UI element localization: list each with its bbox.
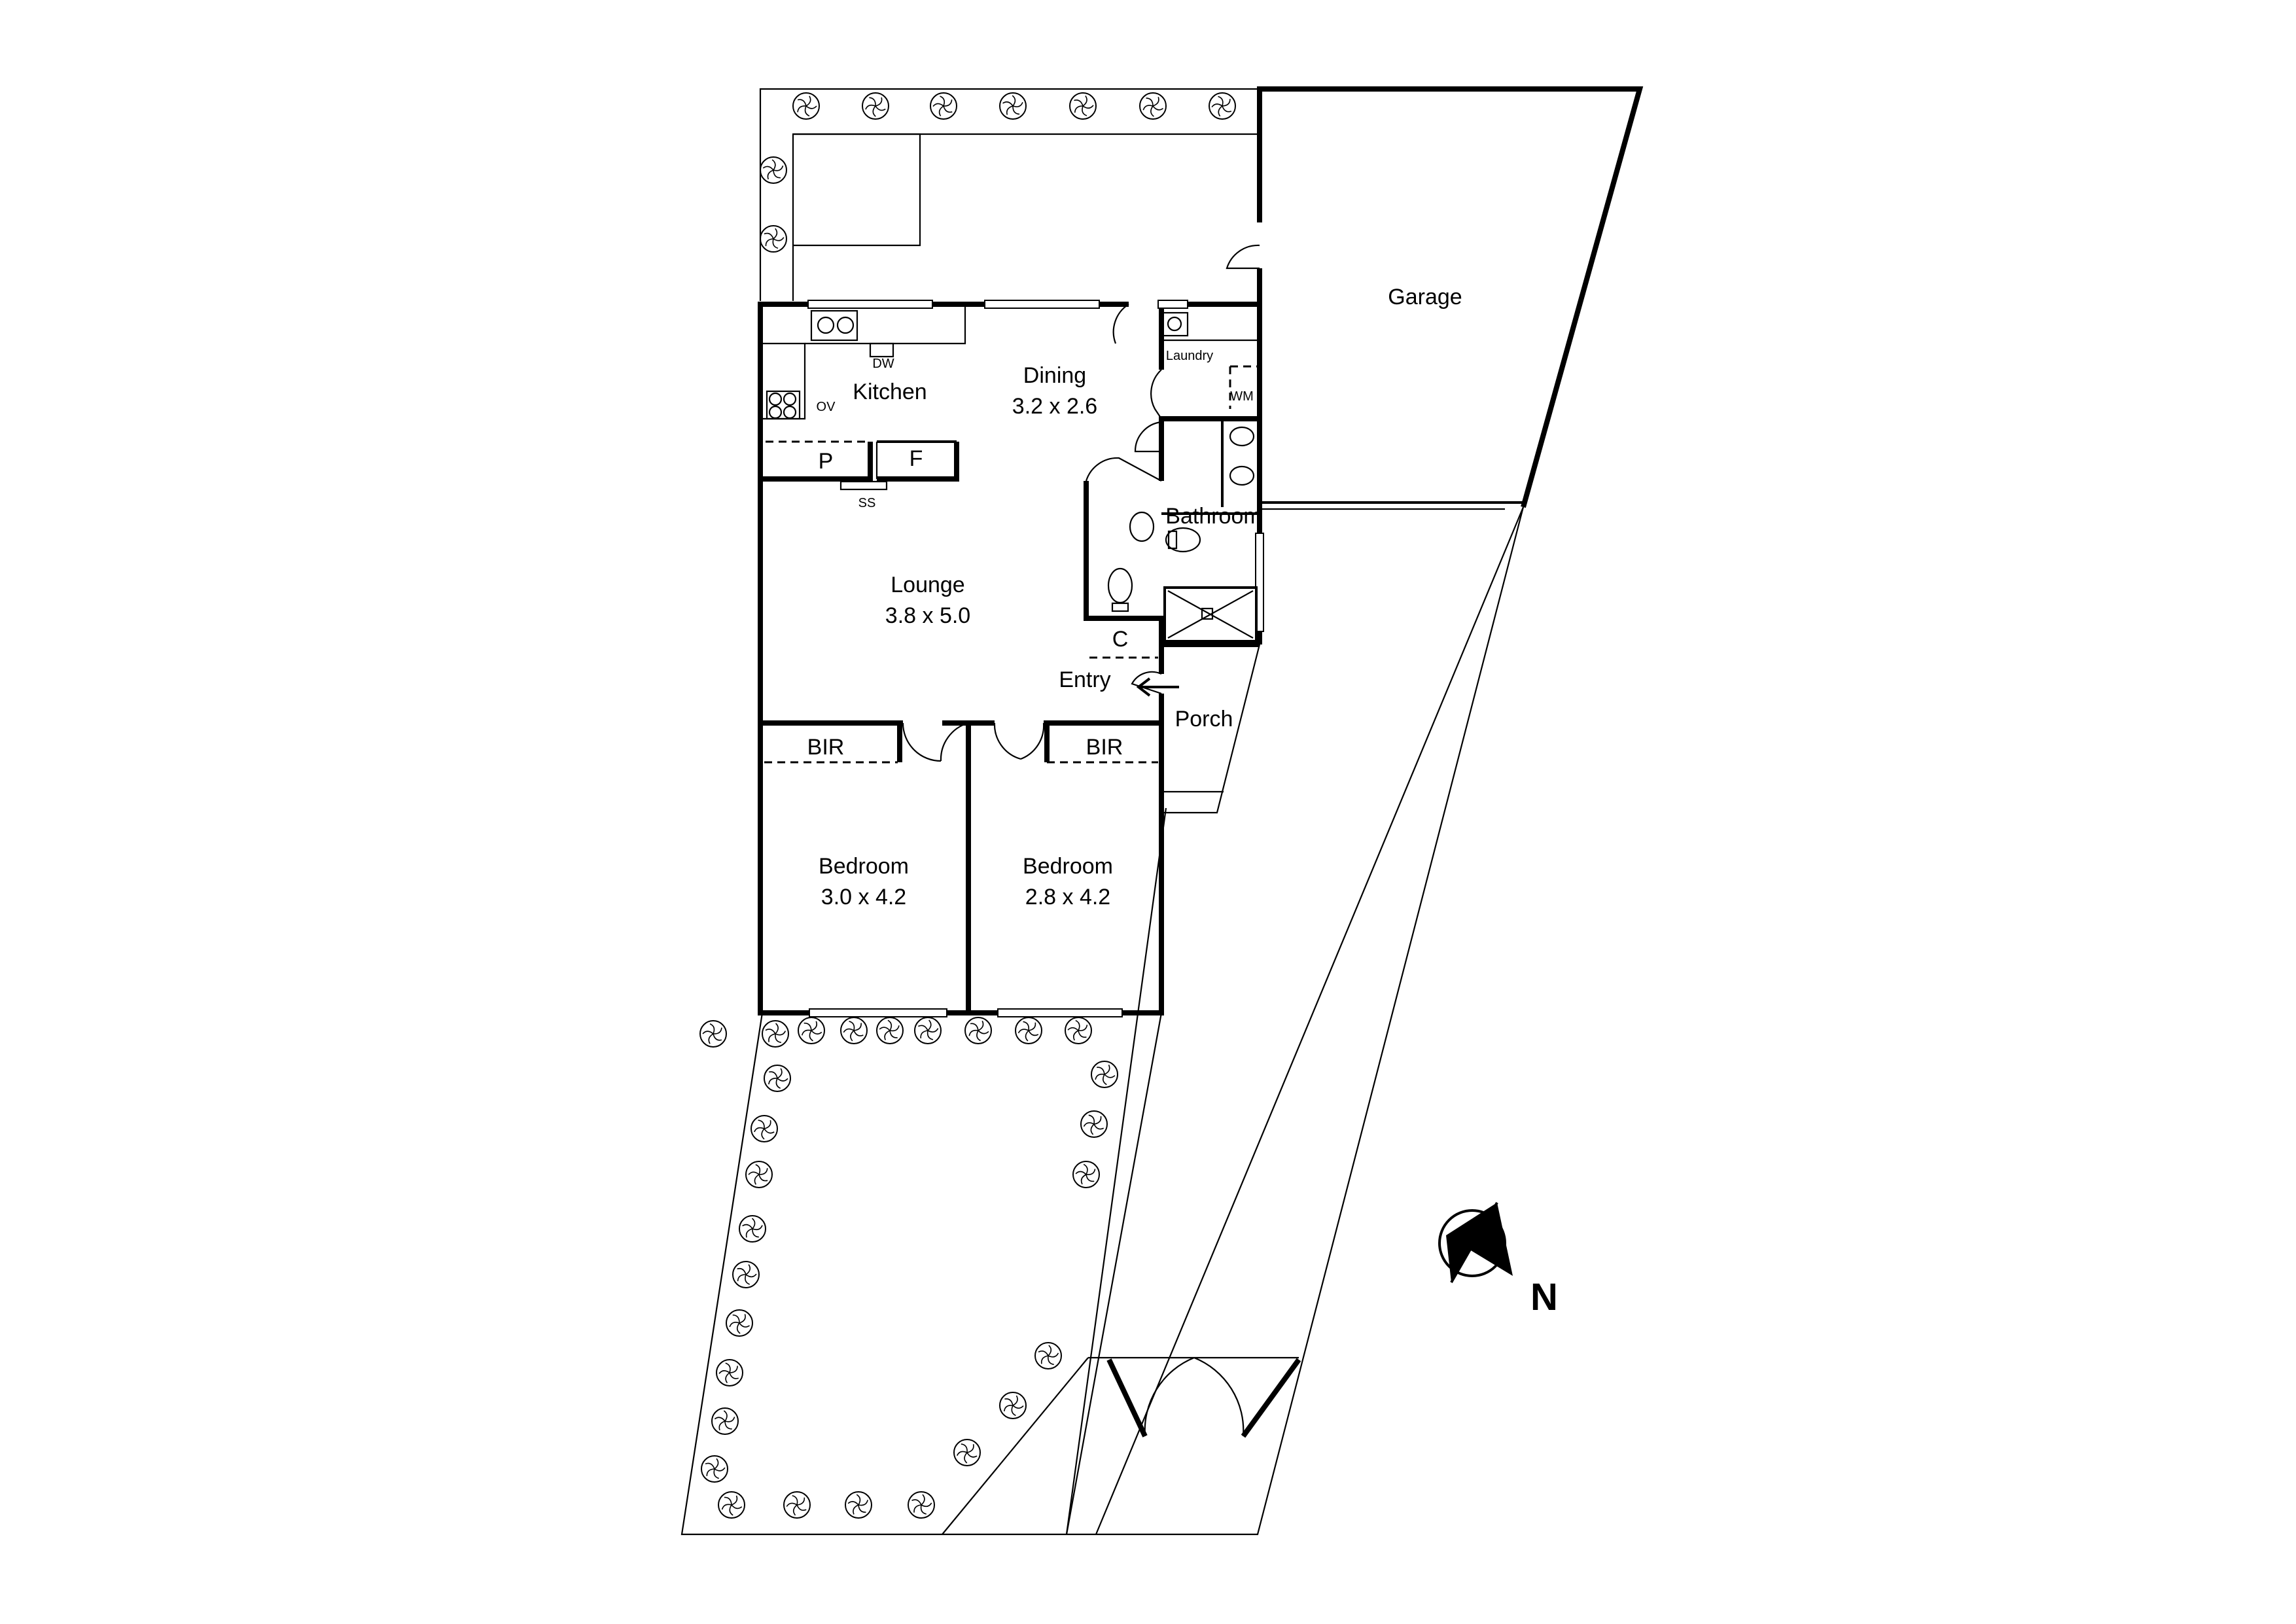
windows bbox=[807, 300, 1264, 1017]
shrub-icon bbox=[914, 1017, 942, 1044]
shrub-icon bbox=[862, 92, 889, 120]
shrub-icon bbox=[732, 1261, 760, 1288]
shrub-icon bbox=[716, 1359, 743, 1386]
dining-size: 3.2 x 2.6 bbox=[1012, 394, 1097, 419]
wm-label: WM bbox=[1230, 389, 1254, 404]
dishwasher-label: DW bbox=[872, 357, 894, 371]
shrub-icon bbox=[718, 1491, 745, 1519]
bir-label-1: BIR bbox=[807, 735, 845, 760]
bedroom2-label: Bedroom bbox=[1023, 854, 1113, 879]
shrub-icon bbox=[760, 225, 787, 253]
shrub-icon bbox=[762, 1020, 789, 1048]
kitchen bbox=[760, 304, 966, 491]
cupboard-label: C bbox=[1112, 627, 1129, 652]
garage-label: Garage bbox=[1388, 285, 1462, 309]
shrub-icon bbox=[1015, 1017, 1042, 1044]
laundry-label: Laundry bbox=[1166, 349, 1213, 363]
shrub-icon bbox=[792, 92, 820, 120]
fridge-label: F bbox=[910, 446, 923, 471]
shrub-icon bbox=[726, 1309, 753, 1337]
pantry-label: P bbox=[819, 449, 834, 474]
site-outline bbox=[680, 88, 1525, 1536]
front-gates bbox=[1106, 1356, 1301, 1438]
shrub-icon bbox=[745, 1161, 773, 1188]
shrub-icon bbox=[783, 1491, 811, 1519]
shrub-icon bbox=[711, 1407, 739, 1435]
bedroom2-size: 2.8 x 4.2 bbox=[1025, 885, 1110, 909]
shrub-icon bbox=[1139, 92, 1167, 120]
shrub-icon bbox=[1065, 1017, 1092, 1044]
shrub-icon bbox=[699, 1020, 727, 1048]
garden-shrubs bbox=[699, 92, 1236, 1519]
shrub-icon bbox=[1072, 1161, 1100, 1188]
entry-label: Entry bbox=[1059, 667, 1110, 692]
shrub-icon bbox=[840, 1017, 868, 1044]
shrub-icon bbox=[798, 1017, 825, 1044]
shrub-icon bbox=[876, 1017, 904, 1044]
kitchen-label: Kitchen bbox=[853, 380, 927, 404]
house-walls bbox=[758, 302, 1262, 1015]
shrub-icon bbox=[1091, 1061, 1118, 1088]
shrub-icon bbox=[845, 1491, 872, 1519]
porch-label: Porch bbox=[1175, 707, 1233, 732]
oven-label: OV bbox=[817, 400, 836, 414]
bedroom1-size: 3.0 x 4.2 bbox=[821, 885, 906, 909]
lounge-size: 3.8 x 5.0 bbox=[885, 603, 970, 628]
shrub-icon bbox=[999, 92, 1027, 120]
bir-label-2: BIR bbox=[1086, 735, 1123, 760]
entry-arrow bbox=[1136, 677, 1179, 697]
ss-label: SS bbox=[858, 496, 876, 510]
porch bbox=[1161, 644, 1261, 814]
shrub-icon bbox=[953, 1439, 981, 1466]
shrub-icon bbox=[999, 1392, 1027, 1419]
shrub-icon bbox=[760, 156, 787, 184]
lounge-label: Lounge bbox=[891, 573, 964, 597]
shrub-icon bbox=[764, 1065, 791, 1092]
shrub-icon bbox=[964, 1017, 992, 1044]
bathroom-fixtures bbox=[1107, 311, 1258, 643]
shrub-icon bbox=[739, 1215, 766, 1243]
bathroom-label: Bathroom bbox=[1165, 504, 1262, 529]
shrub-icon bbox=[908, 1491, 935, 1519]
shrub-icon bbox=[1080, 1110, 1108, 1138]
bedroom1-label: Bedroom bbox=[819, 854, 909, 879]
north-compass: N bbox=[1438, 1202, 1558, 1318]
shrub-icon bbox=[751, 1115, 778, 1142]
shrub-icon bbox=[1209, 92, 1236, 120]
shrub-icon bbox=[701, 1455, 728, 1483]
shrub-icon bbox=[930, 92, 957, 120]
shrub-icon bbox=[1034, 1342, 1062, 1369]
dining-label: Dining bbox=[1023, 363, 1086, 388]
north-label: N bbox=[1530, 1276, 1558, 1318]
shrub-icon bbox=[1069, 92, 1097, 120]
